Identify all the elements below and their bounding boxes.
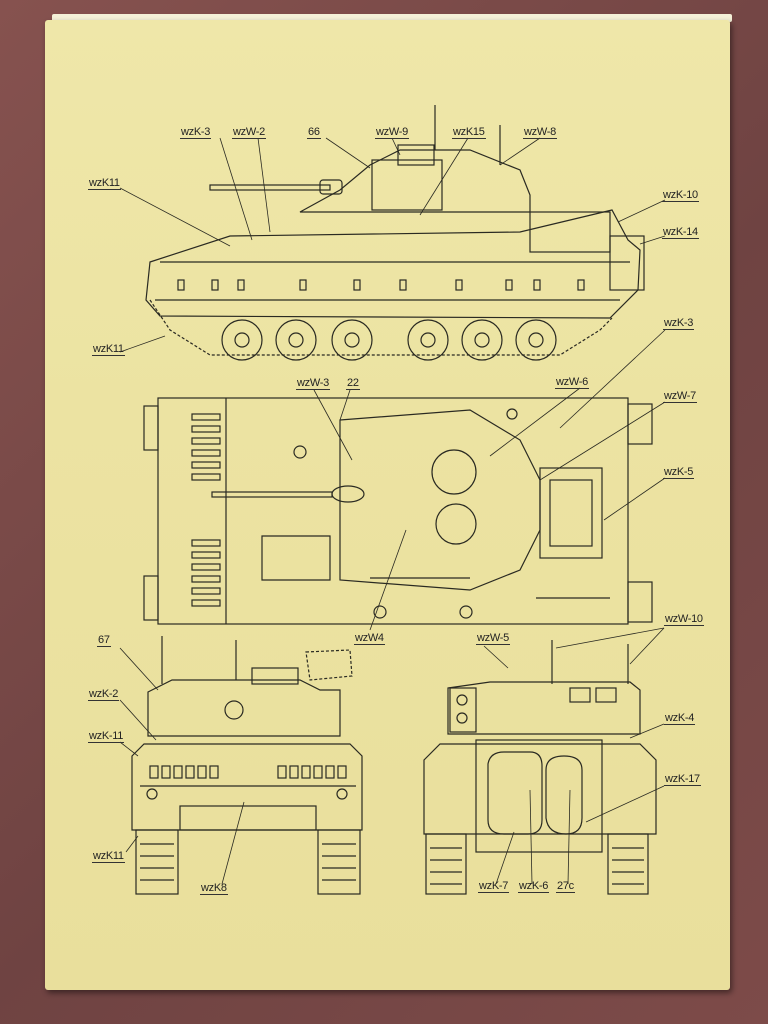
side-turret xyxy=(299,149,531,213)
label-wzw4-top: wzW4 xyxy=(354,632,385,645)
rear-leader-lines xyxy=(483,627,665,885)
label-wzk3-side: wzK-3 xyxy=(180,126,212,139)
label-wzk4-rear: wzK-4 xyxy=(664,712,696,725)
label-67-front: 67 xyxy=(97,634,111,647)
label-wzk2-front: wzK-2 xyxy=(88,688,120,701)
side-track xyxy=(149,299,613,356)
rear-hull xyxy=(423,743,657,835)
label-wzk15-side: wzK15 xyxy=(452,126,486,139)
label-wzw3-top: wzW-3 xyxy=(296,377,330,390)
label-wzw9-side: wzW-9 xyxy=(375,126,409,139)
label-wzk5-top: wzK-5 xyxy=(663,466,695,479)
label-wzk11-side-top: wzK11 xyxy=(88,177,121,190)
label-66-side: 66 xyxy=(307,126,321,139)
label-wzk11-front-top: wzK-11 xyxy=(88,730,125,743)
sheet-top-edge xyxy=(52,14,732,22)
label-wzk11-side-bottom: wzK11 xyxy=(92,343,125,356)
rear-ramp xyxy=(475,739,603,853)
label-27c-rear: 27c xyxy=(556,880,575,893)
label-wzw8-side: wzW-8 xyxy=(523,126,557,139)
side-leader-lines xyxy=(119,137,666,353)
label-22-top: 22 xyxy=(346,377,360,390)
rear-tracks xyxy=(425,833,649,895)
side-gun-barrel xyxy=(209,184,331,191)
front-turret xyxy=(147,679,341,737)
rear-turret xyxy=(447,681,641,735)
label-wzk6-rear: wzK-6 xyxy=(518,880,550,893)
label-wzk11-front-bottom: wzK11 xyxy=(92,850,125,863)
front-hull xyxy=(131,743,363,831)
label-wzw5-rear: wzW-5 xyxy=(476,632,510,645)
top-hull xyxy=(157,397,629,625)
label-wzk3-top: wzK-3 xyxy=(663,317,695,330)
label-wzw2-side: wzW-2 xyxy=(232,126,266,139)
front-vent-slots xyxy=(149,765,347,779)
top-vent-grille xyxy=(191,413,221,607)
top-leader-lines xyxy=(313,329,666,631)
label-wzk14-side: wzK-14 xyxy=(662,226,699,239)
label-wzk8-front: wzK8 xyxy=(200,882,228,895)
label-wzk10-side: wzK-10 xyxy=(662,189,699,202)
label-wzk7-rear: wzK-7 xyxy=(478,880,510,893)
side-road-wheels xyxy=(221,319,557,361)
side-hull-bolts xyxy=(177,279,585,291)
label-wzw6-top: wzW-6 xyxy=(555,376,589,389)
front-tracks xyxy=(135,829,361,895)
front-leader-lines xyxy=(119,647,245,885)
label-wzw7-top: wzW-7 xyxy=(663,390,697,403)
label-wzk17-rear: wzK-17 xyxy=(664,773,701,786)
label-wzw10-rear: wzW-10 xyxy=(664,613,704,626)
instruction-sheet xyxy=(45,20,730,990)
side-hull xyxy=(145,209,641,319)
